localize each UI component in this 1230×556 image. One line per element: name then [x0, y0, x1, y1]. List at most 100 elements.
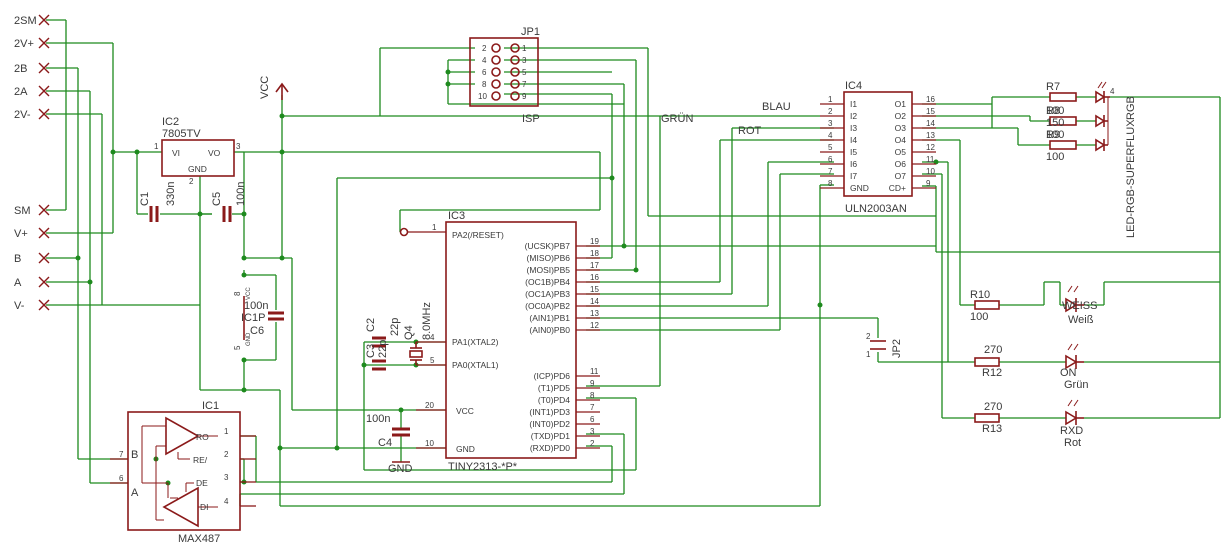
- regulator-ic2: IC2 7805TV VI VO GND 1 3 2: [154, 116, 241, 186]
- jp1-pin-4: 4: [482, 56, 487, 65]
- ic4-pins: [820, 103, 936, 189]
- ic2-pin2: 2: [189, 177, 194, 186]
- c3-value: 22p: [377, 340, 389, 358]
- terminal-2vminus-mark: [38, 108, 50, 120]
- rgb-led-value: LED-RGB-SUPERFLUX: [1125, 119, 1137, 238]
- r9-value: 100: [1046, 151, 1064, 163]
- ic3-pb1-num: 13: [590, 309, 599, 318]
- resistor-r8: R8 100: [1046, 105, 1077, 141]
- terminal-label-2vplus: 2V+: [14, 38, 34, 50]
- ic3-pb7-num: 19: [590, 237, 599, 246]
- ic1-value: MAX487: [178, 533, 220, 545]
- capacitor-c6: C6 100n: [244, 300, 284, 337]
- ic3-pin-xtal2-num: 4: [430, 333, 435, 342]
- ic1-pin3: 3: [224, 473, 229, 482]
- c4-name: C4: [378, 437, 392, 449]
- ic3-pd3-num: 7: [590, 403, 595, 412]
- r10-value: 100: [970, 311, 988, 323]
- ic3-pd6-label: (ICP)PD6: [534, 371, 571, 381]
- jp2-pin1: 1: [866, 350, 871, 359]
- ic4-o7-label: O7: [895, 171, 907, 181]
- resistor-r7: R7 100: [1046, 81, 1077, 117]
- ic1-pin1: 1: [224, 427, 229, 436]
- ic4-pin14: 14: [926, 119, 935, 128]
- ic4-cd-label: CD+: [889, 183, 906, 193]
- ic4-pin6: 6: [828, 155, 833, 164]
- ic4-pin9: 9: [926, 179, 931, 188]
- terminal-label-a: A: [14, 277, 22, 289]
- ic1p-power-pins: 8 VCC 5 GND IC1P: [233, 287, 265, 350]
- ic1-a-label: A: [131, 487, 139, 499]
- capacitor-c4: 100n C4: [366, 413, 410, 449]
- ic3-pd1-label: (TXD)PD1: [531, 431, 570, 441]
- r8-value: 100: [1046, 129, 1064, 141]
- ic3-pd2-num: 6: [590, 415, 595, 424]
- terminal-2a-mark: [38, 85, 50, 97]
- c6-name: C6: [250, 325, 264, 337]
- connector-terminals: [38, 14, 50, 311]
- r7-value: 100: [1046, 105, 1064, 117]
- c6-value: 100n: [244, 300, 268, 312]
- net-labels: BLAU ROT GRÜN: [661, 101, 791, 137]
- capacitor-c2: C2 22p: [365, 318, 401, 348]
- jp2-pin2: 2: [866, 332, 871, 341]
- jp1-pin-7: 7: [522, 80, 527, 89]
- resistor-r10: R10 100: [970, 289, 1000, 323]
- ic4-pin4: 4: [828, 131, 833, 140]
- ic2-vo-label: VO: [208, 148, 221, 158]
- junctions: [75, 69, 939, 486]
- ic4-pin3: 3: [828, 119, 833, 128]
- driver-ic4: IC4 ULN2003AN I1 I2 I3 I4 I5 I6 I7 GND O…: [820, 80, 936, 215]
- led-on-name: ON: [1060, 367, 1077, 379]
- ic3-pb2-num: 14: [590, 297, 599, 306]
- ground-symbol: GND: [388, 461, 413, 475]
- microcontroller-ic3: IC3 TINY2313-*P* PA2(/RESET) 1 PA1(XTAL2…: [399, 210, 600, 473]
- jp1-pin-holes: [491, 43, 520, 101]
- terminal-label-2vminus: 2V-: [14, 109, 31, 121]
- r8-name: R8: [1046, 105, 1060, 117]
- ic4-i7-label: I7: [850, 171, 857, 181]
- ic2-pin1: 1: [154, 142, 159, 151]
- ic2-name: IC2: [162, 116, 179, 128]
- net-label-gruen: GRÜN: [661, 113, 693, 125]
- vcc-symbol: VCC: [259, 76, 289, 100]
- jp1-pin-6: 6: [482, 68, 487, 77]
- ic1p-vcc: VCC: [246, 287, 252, 300]
- ic3-right-pins: [576, 245, 600, 449]
- rgb-led-name: RGB: [1125, 96, 1137, 120]
- ic1p-name: IC1P: [241, 312, 265, 324]
- ic3-pin-xtal2-label: PA1(XTAL2): [452, 337, 499, 347]
- ic3-pin-xtal1-num: 5: [430, 356, 435, 365]
- r7-name: R7: [1046, 81, 1060, 93]
- terminal-label-2a: 2A: [14, 86, 28, 98]
- r12-value: 270: [984, 344, 1002, 356]
- terminal-2sm-mark: [38, 14, 50, 26]
- ic3-pd5-label: (T1)PD5: [538, 383, 570, 393]
- r10-name: R10: [970, 289, 990, 301]
- c1-value: 330n: [165, 182, 177, 206]
- ic2-vi-label: VI: [172, 148, 180, 158]
- led-rxd: RXD Rot: [1060, 399, 1084, 449]
- ic3-name: IC3: [448, 210, 465, 222]
- c2-name: C2: [365, 318, 377, 332]
- c5-value: 100n: [235, 182, 247, 206]
- ic3-pb1-label: (AIN1)PB1: [529, 313, 570, 323]
- ic4-o5-label: O5: [895, 147, 907, 157]
- c2-value: 22p: [389, 318, 401, 336]
- ic1-re-label: RE/: [193, 455, 208, 465]
- ic4-i3-label: I3: [850, 123, 857, 133]
- led-weiss-label: Weiß: [1068, 314, 1094, 326]
- ic3-pb5-label: (MOSI)PB5: [527, 265, 571, 275]
- ic3-pb4-label: (OC1B)PB4: [525, 277, 570, 287]
- ic1-di-label: DI: [200, 502, 209, 512]
- ic3-pin-xtal1-label: PA0(XTAL1): [452, 360, 499, 370]
- jp1-pin-9: 9: [522, 92, 527, 101]
- capacitor-c1: C1 330n: [139, 182, 177, 222]
- ic4-pin16: 16: [926, 95, 935, 104]
- ic4-value: ULN2003AN: [845, 203, 907, 215]
- ic1p-pin8: 8: [233, 291, 242, 296]
- ic4-i2-label: I2: [850, 111, 857, 121]
- connector-labels: 2SM 2V+ 2B 2A 2V- SM V+ B A V-: [14, 15, 37, 312]
- ic4-i1-label: I1: [850, 99, 857, 109]
- ic4-pin2: 2: [828, 107, 833, 116]
